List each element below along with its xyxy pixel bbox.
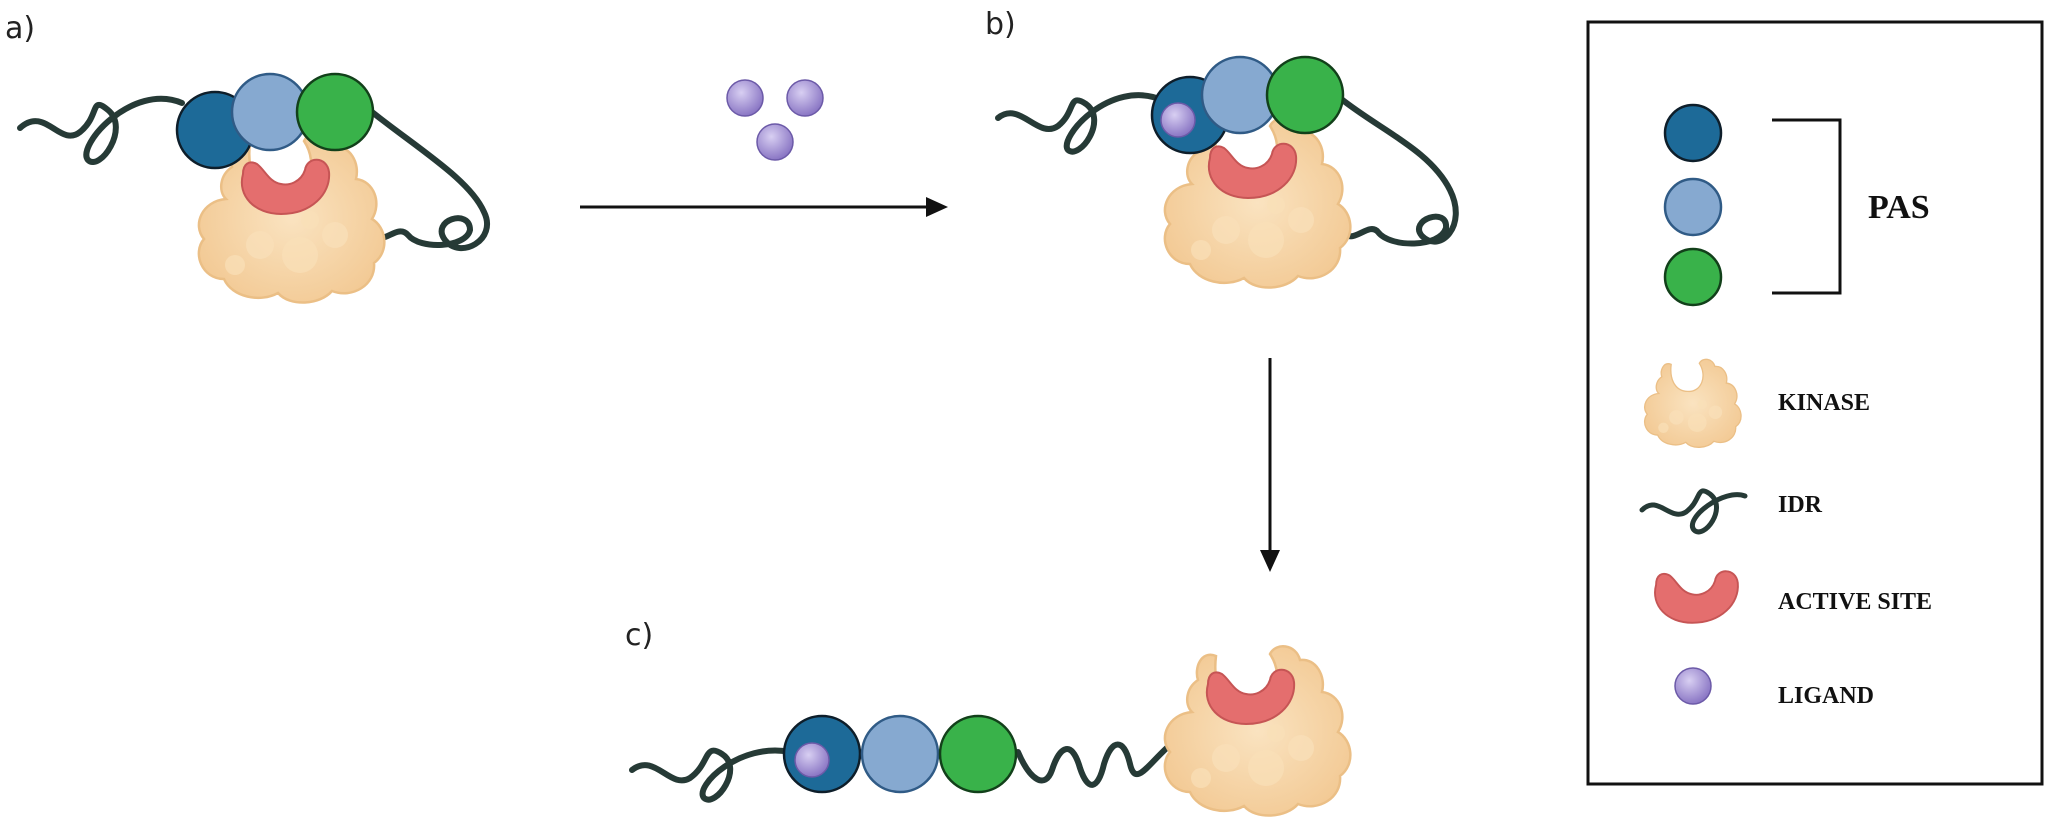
legend-idr-icon bbox=[1639, 488, 1748, 535]
free-ligand bbox=[756, 123, 794, 161]
legend-pas-bracket bbox=[1772, 118, 1842, 295]
panel-a: a) bbox=[5, 11, 490, 304]
panel-c-idr-right bbox=[1015, 737, 1179, 788]
panel-b-bound-ligand bbox=[1160, 102, 1196, 138]
panel-c-kinase bbox=[1163, 645, 1352, 817]
legend-pas-light bbox=[1663, 177, 1723, 237]
panel-c-bound-ligand bbox=[794, 742, 830, 778]
panel-b-pas-green bbox=[1265, 55, 1345, 135]
legend-kinase-label: KINASE bbox=[1778, 390, 1870, 416]
legend-active-site-label: ACTIVE SITE bbox=[1778, 589, 1932, 615]
panel-c-pas-light bbox=[860, 714, 940, 794]
panel-b-idr-right bbox=[1337, 95, 1459, 247]
legend-pas-green bbox=[1663, 247, 1723, 307]
arrow-a-to-b bbox=[580, 197, 948, 217]
free-ligands bbox=[726, 79, 824, 161]
panel-a-idr-left bbox=[17, 95, 185, 165]
panel-a-label: a) bbox=[5, 11, 35, 46]
free-ligand bbox=[726, 79, 764, 117]
panel-c-pas-green bbox=[938, 714, 1018, 794]
panel-b: b) bbox=[985, 7, 1459, 289]
panel-a-idr-right bbox=[367, 109, 490, 252]
panel-a-pas-green bbox=[295, 72, 375, 152]
panel-c-idr-left bbox=[629, 747, 793, 803]
legend-idr-label: IDR bbox=[1778, 492, 1823, 518]
free-ligand bbox=[786, 79, 824, 117]
legend-ligand-label: LIGAND bbox=[1778, 683, 1874, 709]
panel-c-label: c) bbox=[625, 618, 653, 653]
panel-c: c) bbox=[625, 618, 1352, 817]
legend: PAS KINASE IDR ACTIVE SITE LIGAND bbox=[1586, 20, 2044, 786]
legend-pas-dark bbox=[1663, 103, 1723, 163]
legend-pas-label: PAS bbox=[1868, 189, 1930, 226]
panel-b-idr-left bbox=[995, 92, 1165, 155]
panel-b-label: b) bbox=[985, 7, 1016, 42]
legend-ligand-icon bbox=[1674, 667, 1712, 705]
arrow-b-to-c bbox=[1260, 358, 1280, 572]
